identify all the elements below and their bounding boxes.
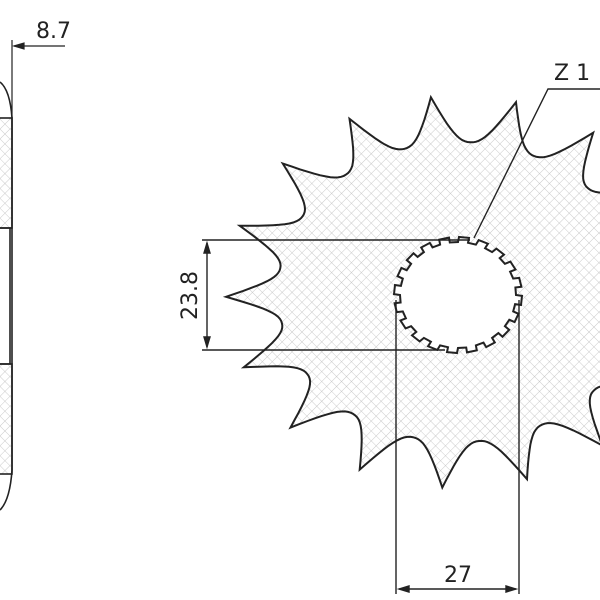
teeth-count-label: Z 1 (554, 61, 590, 86)
side-view (0, 81, 13, 511)
hub-height-dimension (202, 239, 470, 351)
spline-bore (392, 235, 524, 355)
hub-height-label: 23.8 (178, 271, 203, 320)
thickness-label: 8.7 (36, 19, 71, 44)
teeth-leader (473, 88, 600, 239)
bore-width-label: 27 (444, 563, 472, 588)
bore-width-dimension (395, 300, 520, 594)
thickness-dimension (11, 40, 65, 118)
